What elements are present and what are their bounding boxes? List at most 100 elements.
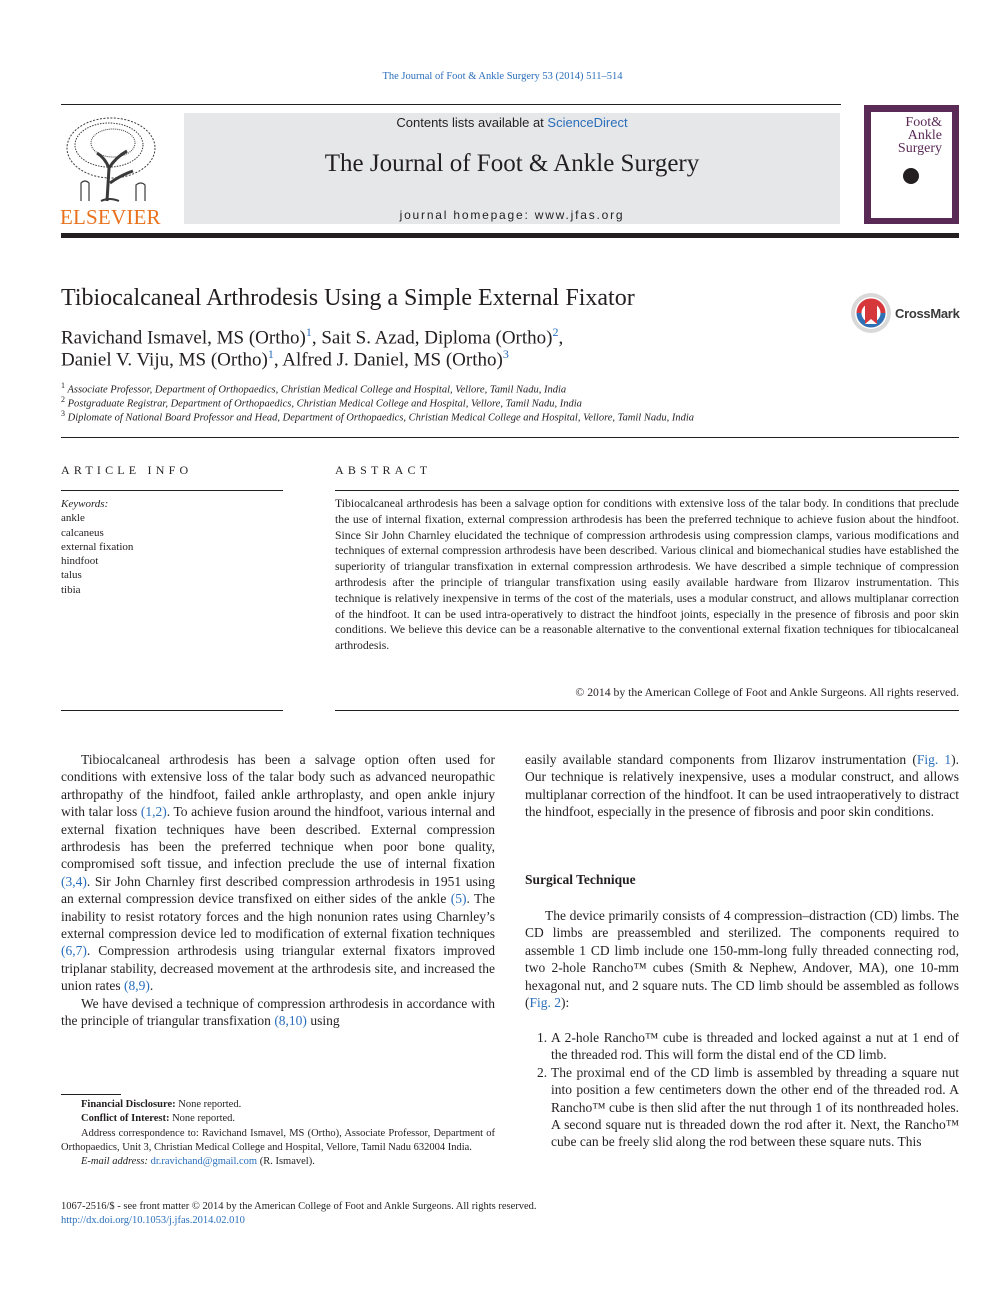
journal-title: The Journal of Foot & Ankle Surgery — [324, 150, 700, 177]
divider — [335, 710, 959, 711]
footnote-divider — [61, 1094, 121, 1095]
header-divider — [61, 104, 841, 105]
keyword: ankle — [61, 512, 85, 525]
header-thick-divider — [61, 233, 959, 238]
footnote-text: None reported. — [175, 1099, 242, 1110]
email-label: E-mail address: — [81, 1156, 151, 1168]
list-item: 2. The proximal end of the CD limb is as… — [525, 1064, 959, 1151]
divider — [61, 710, 283, 711]
correspondence-email: E-mail address: dr.ravichand@gmail.com (… — [61, 1155, 495, 1169]
author-affiliation-ref[interactable]: 2 — [552, 325, 559, 339]
abstract-heading: ABSTRACT — [335, 463, 432, 477]
body-right-paragraph: easily available standard components fro… — [525, 751, 959, 821]
author-name: Alfred J. Daniel, MS (Ortho) — [282, 349, 503, 371]
citation-link[interactable]: (8,9) — [124, 978, 150, 994]
affiliation-1: 1 Associate Professor, Department of Ort… — [61, 381, 566, 396]
author-affiliation-ref[interactable]: 1 — [267, 347, 274, 361]
journal-cover-page — [871, 112, 952, 218]
doi-link[interactable]: http://dx.doi.org/10.1053/j.jfas.2014.02… — [61, 1215, 245, 1226]
author-line-1: Ravichand Ismavel, MS (Ortho)1, Sait S. … — [61, 325, 563, 349]
footnote-label: Conflict of Interest: — [81, 1113, 170, 1125]
list-item: 1. A 2-hole Rancho™ cube is threaded and… — [525, 1029, 959, 1064]
citation-link[interactable]: (6,7) — [61, 943, 87, 959]
text-run: . — [149, 978, 154, 994]
body-paragraph: We have devised a technique of compressi… — [61, 995, 495, 1030]
citation-link[interactable]: (3,4) — [61, 873, 87, 889]
email-suffix: (R. Ismavel). — [257, 1156, 315, 1168]
affiliation-text: Associate Professor, Department of Ortho… — [67, 384, 567, 396]
financial-disclosure: Financial Disclosure: None reported. — [61, 1098, 495, 1112]
author-separator: , — [311, 327, 322, 349]
affiliation-number: 1 — [61, 381, 65, 390]
article-info-heading: ARTICLE INFO — [61, 463, 193, 477]
section-heading-surgical-technique: Surgical Technique — [525, 872, 636, 887]
keyword: talus — [61, 569, 82, 582]
author-separator: , — [273, 349, 283, 371]
list-number: 2. — [537, 1064, 548, 1080]
body-left-column: Tibiocalcaneal arthrodesis has been a sa… — [61, 751, 495, 1030]
author-affiliation-ref[interactable]: 3 — [502, 347, 509, 361]
keyword: tibia — [61, 583, 81, 596]
abstract-text: Tibiocalcaneal arthrodesis has been a sa… — [335, 497, 959, 653]
footnote-label: Financial Disclosure: — [81, 1099, 176, 1110]
issn-line: 1067-2516/$ - see front matter © 2014 by… — [61, 1201, 537, 1212]
footnote-text: None reported. — [169, 1113, 236, 1125]
author-name: Ravichand Ismavel, MS (Ortho) — [61, 327, 306, 349]
divider — [61, 490, 283, 491]
footnotes: Financial Disclosure: None reported. Con… — [61, 1098, 495, 1169]
elsevier-tree-logo — [61, 113, 161, 205]
publisher-wordmark: ELSEVIER — [60, 205, 161, 229]
affiliation-text: Diplomate of National Board Professor an… — [67, 412, 695, 424]
affiliation-number: 3 — [61, 409, 65, 418]
keyword: hindfoot — [61, 555, 99, 568]
text-run: . To achieve fusion around the hindfoot,… — [61, 804, 495, 872]
divider — [335, 490, 959, 491]
author-name: Sait S. Azad, Diploma (Ortho) — [321, 327, 553, 349]
affiliation-number: 2 — [61, 395, 65, 404]
citation-link[interactable]: Fig. 1 — [916, 752, 952, 767]
keywords-label: Keywords: — [61, 498, 109, 510]
text-run: using — [306, 1013, 340, 1029]
keyword: calcaneus — [61, 526, 104, 539]
text-run: . Compression arthrodesis using triangul… — [61, 943, 495, 994]
affiliation-3: 3 Diplomate of National Board Professor … — [61, 409, 694, 424]
journal-homepage[interactable]: journal homepage: www.jfas.org — [399, 208, 625, 222]
keyword: external fixation — [61, 540, 134, 553]
author-line-2: Daniel V. Viju, MS (Ortho)1, Alfred J. D… — [61, 347, 509, 371]
abstract-copyright: © 2014 by the American College of Foot a… — [575, 686, 959, 699]
text-run: ). Our technique is relatively inexpensi… — [525, 752, 959, 820]
citation-link[interactable]: (1,2) — [140, 804, 167, 820]
technique-steps-list: 1. A 2-hole Rancho™ cube is threaded and… — [525, 1029, 959, 1151]
author-name: Daniel V. Viju, MS (Ortho) — [61, 349, 268, 371]
journal-banner — [184, 113, 840, 224]
journal-reference[interactable]: The Journal of Foot & Ankle Surgery 53 (… — [382, 71, 623, 82]
author-affiliation-ref[interactable]: 1 — [305, 325, 312, 339]
crossmark-icon[interactable] — [850, 292, 892, 334]
affiliation-text: Postgraduate Registrar, Department of Or… — [67, 398, 582, 410]
keywords-block: Keywords: ankle calcaneus external fixat… — [61, 497, 133, 597]
contents-line: Contents lists available at ScienceDirec… — [184, 115, 840, 130]
citation-link[interactable]: (5) — [450, 891, 467, 907]
text-run: ): — [561, 995, 570, 1011]
text-run: . The inability to resist rotatory force… — [61, 891, 495, 942]
text-run: Tibiocalcaneal arthrodesis has been a sa… — [61, 752, 495, 820]
section-divider — [61, 437, 959, 438]
cover-seal-icon — [903, 168, 919, 184]
conflict-of-interest: Conflict of Interest: None reported. — [61, 1112, 495, 1126]
crossmark-label[interactable]: CrossMark — [895, 306, 960, 321]
correspondence-address: Address correspondence to: Ravichand Ism… — [61, 1127, 495, 1153]
body-right-paragraph: The device primarily consists of 4 compr… — [525, 907, 959, 1011]
citation-link[interactable]: Fig. 2 — [529, 995, 562, 1011]
journal-cover-title: Foot& Ankle Surgery — [897, 115, 942, 156]
citation-link[interactable]: (8,10) — [274, 1013, 307, 1029]
email-link[interactable]: dr.ravichand@gmail.com — [150, 1156, 258, 1168]
body-paragraph: Tibiocalcaneal arthrodesis has been a sa… — [61, 751, 495, 995]
text-run: . Sir John Charnley first described comp… — [61, 873, 495, 907]
sciencedirect-link[interactable]: ScienceDirect — [547, 115, 628, 130]
contents-prefix: Contents lists available at — [396, 115, 548, 130]
list-number: 1. — [537, 1030, 548, 1045]
list-item-text: A 2-hole Rancho™ cube is threaded and lo… — [551, 1030, 959, 1063]
text-run: easily available standard components fro… — [525, 752, 917, 767]
author-separator: , — [558, 327, 564, 349]
list-item-text: The proximal end of the CD limb is assem… — [551, 1064, 959, 1150]
